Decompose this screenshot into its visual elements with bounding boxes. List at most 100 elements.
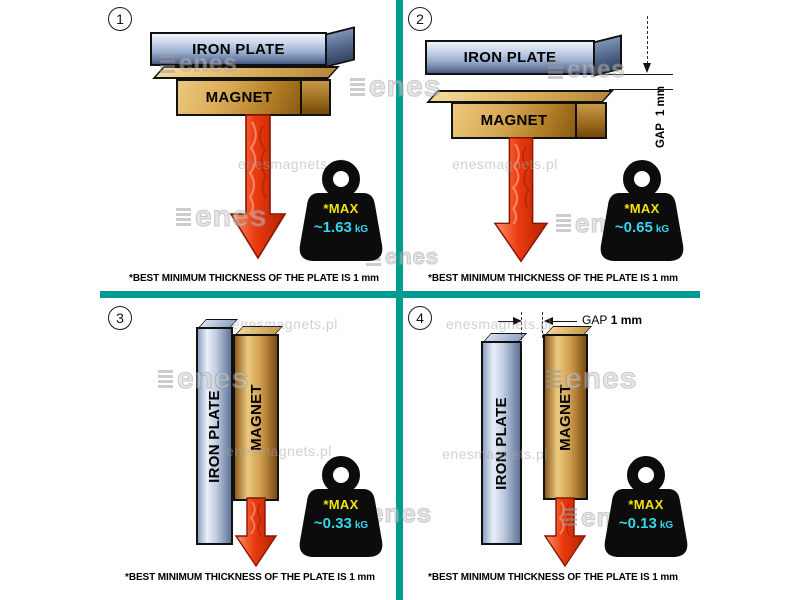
gap-extension-line-right	[542, 312, 543, 338]
magnet: MAGNET	[543, 326, 593, 500]
logo-text: enes	[384, 244, 440, 269]
enes-logo-watermark: enes	[158, 362, 250, 395]
iron-plate-label: IRON PLATE	[463, 49, 557, 66]
iron-plate-label: IRON PLATE	[206, 389, 224, 483]
caption-text: *BEST MINIMUM THICKNESS OF THE PLATE IS	[428, 273, 650, 284]
panel-4-number: 4	[408, 306, 432, 330]
pull-force-arrow	[493, 137, 549, 263]
value-unit: kG	[659, 520, 674, 531]
panel-3-number: 3	[108, 306, 132, 330]
enes-logo-watermark: enes	[546, 362, 638, 395]
horizontal-divider	[100, 291, 700, 298]
caption-panel-4: *BEST MINIMUM THICKNESS OF THE PLATE IS …	[407, 572, 699, 583]
magnet-top-face	[544, 326, 593, 335]
panel-2-number: 2	[408, 7, 432, 31]
logo-text: enes	[566, 56, 626, 83]
iron-plate-label: IRON PLATE	[493, 396, 511, 490]
max-label: *MAX	[624, 201, 660, 216]
watermark-url: enesmagnets.pl	[442, 446, 548, 462]
magnet-label: MAGNET	[480, 112, 548, 129]
logo-bars-icon	[158, 370, 173, 388]
pull-force-arrow	[234, 497, 278, 568]
value-unit: kG	[354, 520, 369, 531]
logo-text: enes	[368, 498, 433, 528]
caption-panel-1: *BEST MINIMUM THICKNESS OF THE PLATE IS …	[110, 273, 398, 284]
gap-dimension-label: GAP 1 mm	[582, 313, 642, 327]
iron-plate: IRON PLATE	[481, 333, 527, 545]
watermark-url: enesmagnets.pl	[226, 443, 332, 459]
iron-plate-label: IRON PLATE	[192, 40, 285, 58]
kettlebell-shape	[600, 160, 684, 261]
gap-extension-line-bottom	[609, 89, 673, 91]
value-number: ~0.13	[618, 515, 657, 532]
gap-dimension-label: GAP 1 mm	[655, 86, 667, 148]
caption-text: *BEST MINIMUM THICKNESS OF THE PLATE IS	[125, 572, 347, 583]
gap-arrowhead-icon	[643, 63, 651, 73]
magnet: MAGNET	[176, 79, 302, 116]
magnet: MAGNET	[233, 326, 284, 501]
gap-extension-line-left	[521, 312, 522, 345]
gap-word: GAP	[655, 123, 667, 148]
kettlebell-shape	[299, 456, 383, 557]
enes-logo-watermark: enes	[548, 56, 626, 83]
caption-text: *BEST MINIMUM THICKNESS OF THE PLATE IS	[428, 572, 650, 583]
watermark-url: enesmagnets.pl	[452, 156, 558, 172]
pull-force-arrow	[229, 114, 287, 260]
panel-1-number: 1	[108, 7, 132, 31]
watermark-url: enesmagnets.pl	[446, 316, 552, 332]
logo-text: enes	[178, 50, 238, 77]
iron-plate: IRON PLATE	[196, 319, 238, 545]
max-label: *MAX	[323, 497, 359, 512]
enes-logo-watermark: enes	[350, 70, 442, 103]
gap-arrowhead-left-icon	[544, 317, 553, 325]
iron-plate: IRON PLATE	[425, 40, 595, 75]
iron-plate: IRON PLATE	[150, 32, 327, 66]
magnet: MAGNET	[451, 102, 577, 139]
gap-dimension-line	[647, 16, 648, 64]
kettlebell-shape	[299, 160, 383, 261]
caption-panel-3: *BEST MINIMUM THICKNESS OF THE PLATE IS …	[104, 572, 396, 583]
enes-logo-watermark: enes	[176, 200, 268, 233]
value-unit: kG	[655, 224, 670, 235]
vertical-divider	[396, 0, 403, 600]
caption-text: *BEST MINIMUM THICKNESS OF THE PLATE IS	[129, 273, 351, 284]
logo-bars-icon	[176, 208, 191, 226]
enes-logo-watermark: enes	[160, 50, 238, 77]
caption-bold: 1 mm	[349, 572, 375, 583]
logo-bars-icon	[546, 370, 561, 388]
gap-arrowhead-right-icon	[513, 317, 522, 325]
max-label: *MAX	[628, 497, 664, 512]
logo-text: enes	[194, 200, 268, 233]
gap-value: 1 mm	[655, 86, 667, 117]
caption-panel-2: *BEST MINIMUM THICKNESS OF THE PLATE IS …	[409, 273, 697, 284]
gap-dimension-line-right	[547, 321, 577, 323]
logo-bars-icon	[160, 55, 175, 73]
gap-value: 1 mm	[610, 313, 643, 327]
logo-bars-icon	[548, 61, 563, 79]
kettlebell-shape	[604, 456, 688, 557]
max-label: *MAX	[323, 201, 359, 216]
magnet-label: MAGNET	[205, 89, 273, 106]
value-number: ~0.33	[313, 515, 352, 532]
caption-bold: 1 mm	[652, 572, 678, 583]
watermark-url: enesmagnets.pl	[238, 156, 344, 172]
value-unit: kG	[354, 224, 369, 235]
logo-text: enes	[564, 362, 638, 395]
logo-bars-icon	[562, 508, 577, 526]
caption-bold: 1 mm	[652, 273, 678, 284]
watermark-url: enesmagnets.pl	[232, 316, 338, 332]
value-number: ~0.65	[614, 219, 653, 236]
logo-text: enes	[368, 70, 442, 103]
magnet-label: MAGNET	[247, 384, 265, 451]
logo-bars-icon	[350, 78, 365, 96]
logo-text: enes	[176, 362, 250, 395]
